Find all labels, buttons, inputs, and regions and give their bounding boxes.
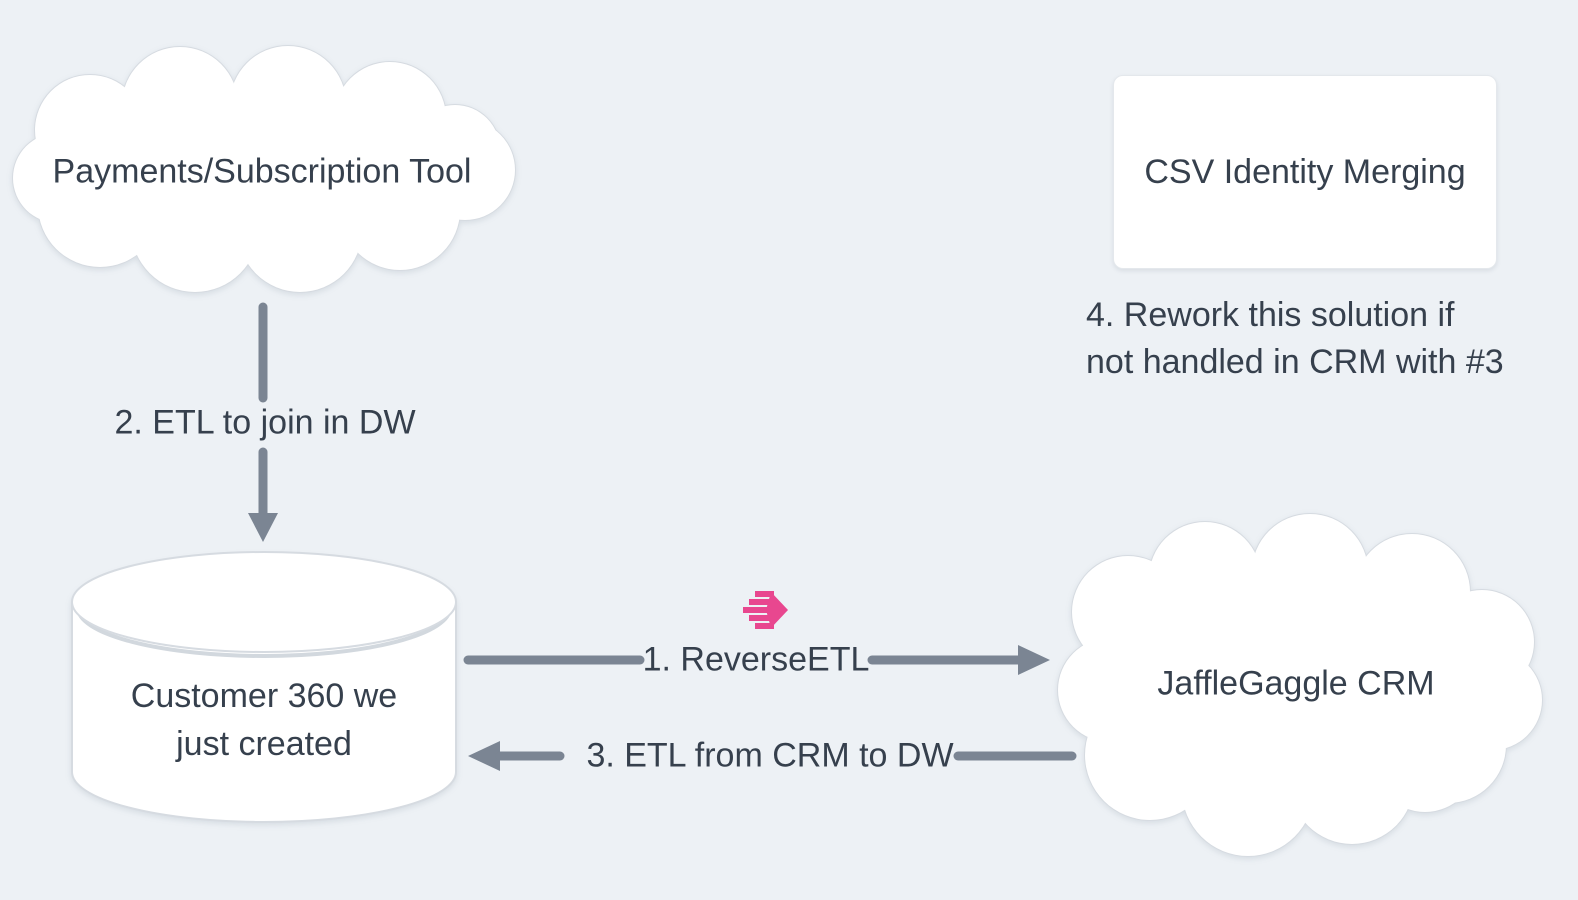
arrowhead-right-icon <box>1018 645 1050 675</box>
rework-note: 4. Rework this solution if not handled i… <box>1086 292 1504 386</box>
rework-note-line1: 4. Rework this solution if <box>1086 296 1455 334</box>
etl-join-arrow-label: 2. ETL to join in DW <box>114 403 416 442</box>
etl-join-arrow <box>248 302 278 542</box>
arrowhead-down-icon <box>248 513 278 542</box>
warehouse-label-line1: Customer 360 we <box>130 677 398 715</box>
etl-from-crm-arrow <box>468 741 1077 771</box>
csv-merging-box: CSV Identity Merging <box>1113 75 1497 269</box>
warehouse-label: Customer 360 we just created <box>131 672 397 768</box>
warehouse-label-line2: just created <box>176 725 352 763</box>
rework-note-line2: not handled in CRM with #3 <box>1086 343 1504 381</box>
payments-cloud-label: Payments/Subscription Tool <box>52 152 472 191</box>
warehouse-cylinder-node <box>71 551 457 823</box>
reverse-etl-arrow <box>463 645 1050 675</box>
csv-merging-label: CSV Identity Merging <box>1144 152 1466 191</box>
arrowhead-left-icon <box>468 741 500 771</box>
etl-from-crm-arrow-label: 3. ETL from CRM to DW <box>586 736 954 775</box>
hightouch-logo-icon <box>743 591 788 629</box>
crm-cloud-label: JaffleGaggle CRM <box>1157 664 1435 703</box>
reverse-etl-arrow-label: 1. ReverseETL <box>642 640 870 679</box>
